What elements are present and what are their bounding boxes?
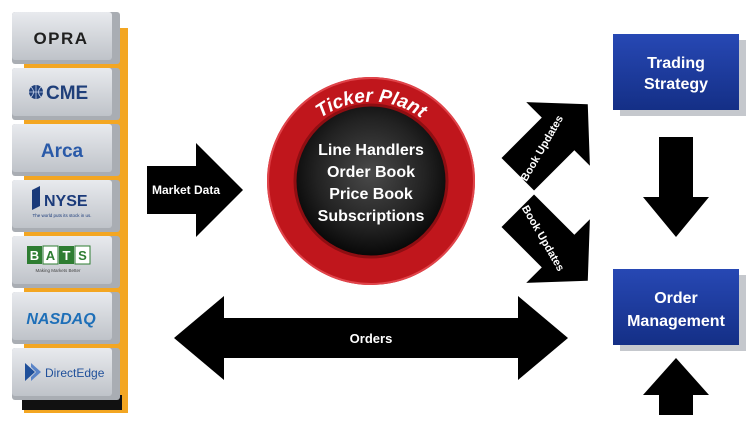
- directedge-logo: DirectEdge: [45, 366, 105, 380]
- trading-strategy-line1: Trading: [647, 55, 705, 72]
- orders-label: Orders: [350, 331, 393, 346]
- ticker-plant: Ticker Plant Line Handlers Order Book Pr…: [267, 77, 475, 285]
- bats-tagline: Making Markets Better: [35, 268, 81, 273]
- svg-text:A: A: [46, 248, 56, 263]
- component-subscriptions: Subscriptions: [318, 208, 425, 225]
- order-management-box: Order Management: [613, 269, 746, 351]
- exchange-tile-bats: B A T S Making Markets Better: [12, 236, 120, 288]
- svg-text:B: B: [30, 248, 39, 263]
- orders-arrow: Orders: [174, 296, 568, 380]
- exchange-tile-opra: OPRA: [12, 12, 120, 64]
- strategy-to-oms-arrow: [643, 137, 709, 237]
- bats-logo: B A T S: [27, 245, 91, 265]
- market-data-arrow: Market Data: [147, 143, 243, 237]
- trading-strategy-box: Trading Strategy: [613, 34, 746, 116]
- ticker-plant-core: [293, 103, 449, 259]
- arca-logo: Arca: [41, 141, 84, 162]
- exchange-tile-nyse: NYSE The world puts its stock in us.: [12, 180, 120, 232]
- component-line-handlers: Line Handlers: [318, 142, 424, 159]
- nasdaq-logo: NASDAQ: [26, 311, 96, 328]
- exchange-tile-directedge: DirectEdge: [12, 348, 120, 400]
- book-updates-arrow-up: [501, 102, 590, 191]
- exchange-stack: OPRA CME Arca NYSE The world puts its st…: [12, 12, 128, 413]
- nyse-tagline: The world puts its stock in us.: [32, 213, 91, 218]
- exchange-tile-arca: Arca: [12, 124, 120, 176]
- book-updates-arrow-down: [501, 194, 590, 283]
- svg-text:S: S: [78, 248, 87, 263]
- trading-strategy-line2: Strategy: [644, 76, 708, 93]
- nyse-flag-icon: [32, 186, 40, 210]
- exchange-tile-cme: CME: [12, 68, 120, 120]
- nyse-logo: NYSE: [44, 193, 88, 210]
- component-price-book: Price Book: [329, 186, 413, 203]
- order-management-line2: Management: [627, 313, 725, 330]
- opra-logo: OPRA: [33, 29, 88, 48]
- svg-text:T: T: [63, 248, 71, 263]
- order-management-line1: Order: [654, 290, 698, 307]
- component-order-book: Order Book: [327, 164, 415, 181]
- directedge-icon: [25, 363, 35, 381]
- exchange-tile-nasdaq: NASDAQ: [12, 292, 120, 344]
- oms-up-arrow: [643, 358, 709, 415]
- cme-logo: CME: [46, 83, 88, 104]
- market-data-label: Market Data: [152, 183, 220, 197]
